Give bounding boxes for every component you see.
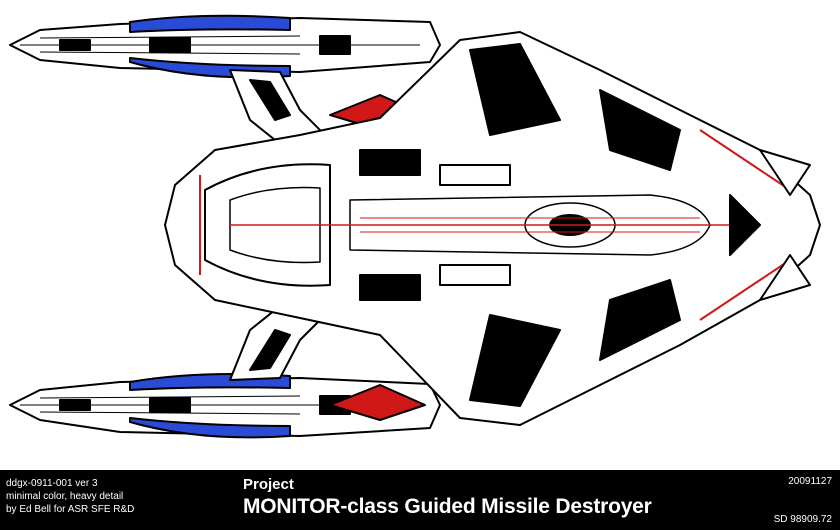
drawing-credit: by Ed Bell for ASR SFE R&D <box>6 504 135 515</box>
main-hull <box>164 31 821 426</box>
drawing-id: ddgx-0911-001 ver 3 <box>6 478 98 489</box>
caption-bar: ddgx-0911-001 ver 3 minimal color, heavy… <box>0 470 840 530</box>
drawing-style-note: minimal color, heavy detail <box>6 491 124 502</box>
lower-nacelle <box>9 373 441 439</box>
project-label: Project <box>243 476 294 493</box>
lower-nacelle-bussard-bottom <box>129 417 291 439</box>
starship-schematic <box>9 14 821 439</box>
ship-title: MONITOR-class Guided Missile Destroyer <box>243 495 652 518</box>
upper-nacelle <box>9 14 441 131</box>
upper-nacelle-bussard-top <box>129 14 291 33</box>
date-code: 20091127 <box>788 476 832 487</box>
stardate: SD 98909.72 <box>773 514 832 525</box>
lower-pylon-red-panel <box>329 384 426 421</box>
